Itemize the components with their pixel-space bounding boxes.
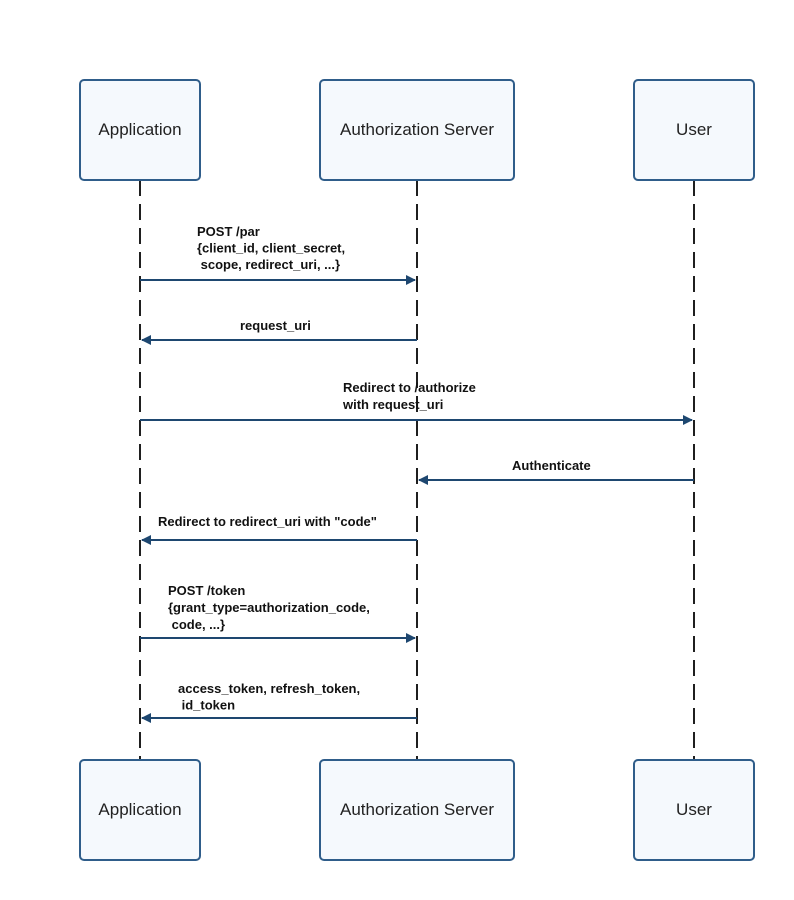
actor-label: Application	[98, 800, 181, 819]
actor-label: Authorization Server	[340, 800, 494, 819]
message-post-token: POST /token {grant_type=authorization_co…	[140, 583, 416, 643]
actor-label: Authorization Server	[340, 120, 494, 139]
actor-label: User	[676, 800, 712, 819]
message-label: request_uri	[240, 318, 311, 333]
message-post-par: POST /par {client_id, client_secret, sco…	[140, 224, 416, 285]
message-label: access_token, refresh_token, id_token	[178, 681, 364, 713]
actor-authorization-server-top: Authorization Server	[319, 79, 515, 181]
message-request-uri: request_uri	[141, 318, 417, 345]
actor-application-bottom: Application	[79, 759, 201, 861]
message-label: POST /par {client_id, client_secret, sco…	[197, 224, 349, 272]
actor-user-top: User	[633, 79, 755, 181]
message-tokens: access_token, refresh_token, id_token	[141, 681, 417, 723]
message-label: POST /token {grant_type=authorization_co…	[168, 583, 374, 632]
message-label: Authenticate	[512, 458, 591, 473]
actor-label: User	[676, 120, 712, 139]
message-redirect-code: Redirect to redirect_uri with "code"	[141, 514, 417, 545]
actor-user-bottom: User	[633, 759, 755, 861]
actor-authorization-server-bottom: Authorization Server	[319, 759, 515, 861]
message-redirect-authorize: Redirect to /authorize with request_uri	[140, 380, 693, 425]
actor-application-top: Application	[79, 79, 201, 181]
message-authenticate: Authenticate	[418, 458, 694, 485]
actor-label: Application	[98, 120, 181, 139]
message-label: Redirect to /authorize with request_uri	[342, 380, 480, 412]
message-label: Redirect to redirect_uri with "code"	[158, 514, 377, 529]
